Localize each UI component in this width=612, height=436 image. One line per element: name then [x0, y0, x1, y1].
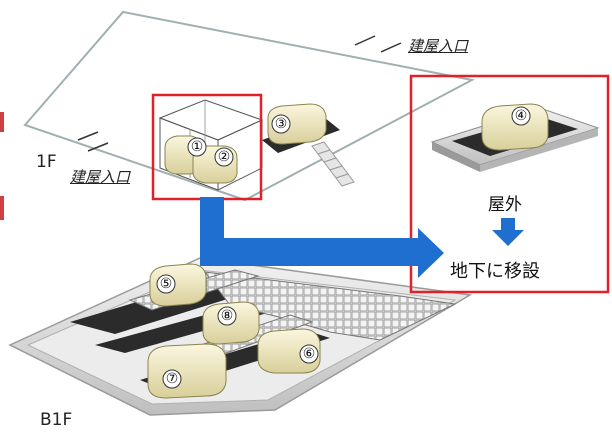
unit-6	[257, 328, 321, 374]
entrance-top-marker	[354, 35, 376, 46]
unit-label-4: ④	[515, 108, 528, 124]
unit-label-7: ⑦	[166, 371, 179, 387]
unit-7	[147, 343, 227, 399]
unit-label-5: ⑤	[160, 276, 173, 292]
floor-label-b1f: B1F	[40, 410, 73, 430]
unit-3	[262, 103, 340, 153]
entrance-left-marker-2	[87, 142, 109, 152]
left-edge-marker-2	[0, 196, 4, 220]
outdoor-label: 屋外	[488, 195, 522, 215]
relocation-arrow-icon	[200, 197, 444, 278]
unit-label-2: ②	[218, 149, 231, 165]
unit-label-3: ③	[275, 116, 288, 132]
entrance-label-left: 建屋入口	[70, 168, 131, 186]
relocate-label: 地下に移設	[450, 261, 540, 282]
highlight-box-outdoor	[409, 74, 610, 294]
unit-4	[430, 103, 600, 172]
staircase	[311, 141, 355, 187]
unit-5	[149, 263, 207, 307]
down-arrow-icon	[492, 218, 524, 246]
unit-label-1: ①	[191, 139, 204, 155]
unit-label-8: ⑧	[221, 308, 234, 324]
entrance-left-marker	[77, 131, 99, 141]
entrance-top-marker-2	[380, 42, 402, 53]
floor-label-1f: 1F	[36, 152, 57, 172]
unit-label-6: ⑥	[303, 346, 316, 362]
unit-8	[202, 301, 260, 345]
entrance-label-top: 建屋入口	[408, 37, 469, 55]
left-edge-marker	[0, 112, 4, 132]
